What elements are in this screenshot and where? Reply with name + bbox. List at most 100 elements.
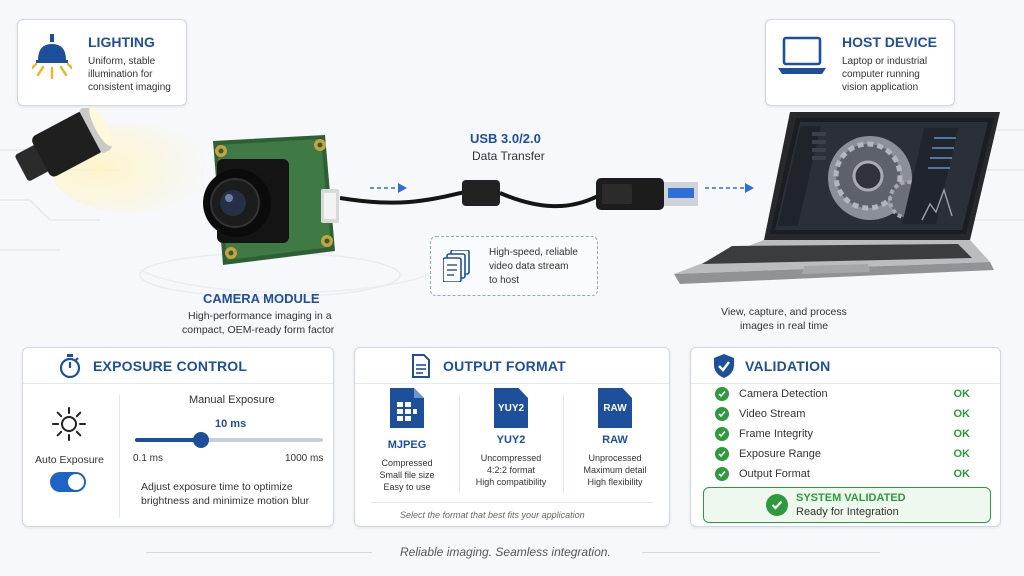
laptop-icon (778, 36, 826, 74)
laptop-caption-2: images in real time (740, 320, 829, 332)
validation-status: OK (953, 388, 971, 400)
usb-info-1: High-speed, reliable (489, 247, 578, 258)
yuy2-file-icon: YUY2 (494, 388, 528, 428)
exposure-title: EXPOSURE CONTROL (93, 357, 248, 374)
raw-name: RAW (602, 434, 628, 446)
system-validated-sub: Ready for Integration (796, 506, 899, 518)
yuy2-desc-3: High compatibility (475, 477, 547, 487)
slider-track (135, 438, 323, 442)
output-format-panel: OUTPUT FORMAT MJPEG Compressed Small fil… (354, 347, 670, 527)
check-icon (715, 407, 729, 421)
exposure-header: EXPOSURE CONTROL (23, 348, 333, 384)
host-desc-1: Laptop or industrial (842, 56, 928, 67)
validation-label: Exposure Range (739, 448, 821, 460)
yuy2-desc-1: Uncompressed (480, 453, 542, 463)
validation-row: Video Stream OK (715, 404, 970, 424)
host-device-card: HOST DEVICE Laptop or industrial compute… (765, 19, 955, 106)
format-yuy2[interactable]: YUY2 YUY2 Uncompressed 4:2:2 format High… (461, 388, 561, 488)
check-icon (715, 387, 729, 401)
slider-max-label: 1000 ms (285, 453, 324, 464)
laptop-image (674, 112, 1000, 284)
check-icon (715, 447, 729, 461)
validation-row: Output Format OK (715, 464, 970, 484)
check-icon (715, 467, 729, 481)
raw-desc-3: High flexibility (587, 477, 643, 487)
validation-row: Camera Detection OK (715, 384, 970, 404)
usb-info-3: to host (489, 275, 520, 286)
validation-status: OK (953, 408, 971, 420)
validation-row: Exposure Range OK (715, 444, 970, 464)
yuy2-name: YUY2 (496, 434, 526, 446)
validation-status: OK (953, 428, 971, 440)
lighting-desc-2: illumination for (88, 69, 153, 80)
output-title: OUTPUT FORMAT (443, 357, 566, 374)
validation-label: Camera Detection (739, 388, 828, 400)
lighting-desc-3: consistent imaging (88, 82, 171, 93)
validation-panel: VALIDATION Camera Detection OK Video Str… (690, 347, 1001, 527)
exposure-slider[interactable] (135, 432, 323, 448)
usb-cable-diagram (340, 178, 754, 210)
output-footer: Select the format that best fits your ap… (400, 510, 585, 520)
usb-title: USB 3.0/2.0 (470, 131, 541, 146)
mjpeg-name: MJPEG (387, 439, 427, 451)
camera-module-title: CAMERA MODULE (203, 291, 320, 306)
exposure-divider (119, 394, 120, 518)
exposure-help-1: Adjust exposure time to optimize (141, 481, 293, 493)
mjpeg-file-icon (390, 388, 424, 428)
check-icon (715, 427, 729, 441)
validation-label: Video Stream (739, 408, 806, 420)
format-mjpeg[interactable]: MJPEG Compressed Small file size Easy to… (357, 388, 457, 493)
slider-min-label: 0.1 ms (133, 453, 164, 464)
system-validated-banner: SYSTEM VALIDATED Ready for Integration (703, 487, 991, 523)
host-device-title: HOST DEVICE (842, 34, 937, 50)
toggle-knob (68, 474, 84, 490)
mjpeg-desc-1: Compressed (381, 458, 433, 468)
yuy2-icon-text: YUY2 (497, 402, 525, 414)
documents-icon (443, 250, 470, 282)
exposure-value: 10 ms (215, 418, 247, 430)
usb-subtitle: Data Transfer (472, 149, 545, 163)
slider-fill (135, 438, 202, 442)
exposure-help-2: brightness and minimize motion blur (141, 495, 310, 507)
laptop-caption-1: View, capture, and process (721, 306, 847, 318)
mjpeg-desc-3: Easy to use (383, 482, 431, 492)
system-validated-title: SYSTEM VALIDATED (796, 492, 906, 504)
output-footer-divider (371, 502, 653, 503)
spotlight-image (15, 108, 210, 213)
camera-module-image (203, 135, 339, 265)
big-check-icon (766, 494, 788, 516)
output-header: OUTPUT FORMAT (355, 348, 669, 384)
raw-icon-text: RAW (603, 402, 627, 414)
format-divider-2 (563, 394, 564, 494)
tagline-line-right (642, 552, 880, 553)
shield-check-icon (714, 353, 734, 378)
sun-icon (52, 407, 86, 441)
slider-thumb[interactable] (193, 432, 210, 448)
yuy2-desc-2: 4:2:2 format (486, 465, 536, 475)
host-desc-2: computer running (842, 69, 920, 80)
camera-module-desc-2: compact, OEM-ready form factor (182, 324, 335, 336)
camera-module-desc-1: High-performance imaging in a (188, 310, 332, 322)
raw-desc-2: Maximum detail (583, 465, 647, 475)
format-raw[interactable]: RAW RAW Unprocessed Maximum detail High … (565, 388, 665, 488)
validation-header: VALIDATION (691, 348, 1000, 384)
ceiling-lamp-icon (32, 34, 72, 80)
validation-status: OK (953, 448, 971, 460)
usb-info-box: High-speed, reliable video data stream t… (430, 236, 598, 296)
exposure-control-panel: EXPOSURE CONTROL Auto Exposure Manual Ex… (22, 347, 334, 527)
auto-exposure-label: Auto Exposure (35, 454, 104, 466)
document-icon (412, 353, 430, 378)
lighting-card: LIGHTING Uniform, stable illumination fo… (17, 19, 187, 106)
host-desc-3: vision application (842, 82, 919, 93)
mjpeg-desc-2: Small file size (379, 470, 435, 480)
format-divider-1 (459, 394, 460, 494)
validation-title: VALIDATION (745, 357, 831, 374)
raw-file-icon: RAW (598, 388, 632, 428)
validation-label: Frame Integrity (739, 428, 813, 440)
auto-exposure-toggle[interactable] (50, 472, 86, 492)
raw-desc-1: Unprocessed (588, 453, 642, 463)
tagline-line-left (146, 552, 372, 553)
tagline: Reliable imaging. Seamless integration. (400, 545, 611, 559)
usb-info-2: video data stream (489, 261, 569, 272)
validation-row: Frame Integrity OK (715, 424, 970, 444)
